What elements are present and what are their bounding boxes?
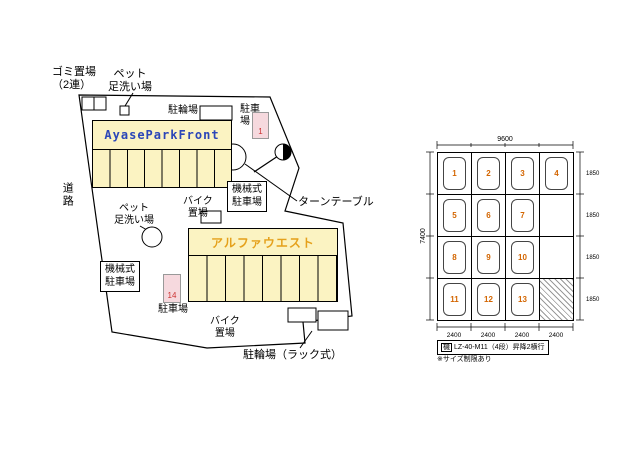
svg-text:7400: 7400 <box>420 228 427 244</box>
pallet-cell: 4 <box>539 152 574 195</box>
building1-stalls <box>93 149 231 187</box>
car-outline <box>511 241 534 274</box>
parking-bottom-label: 駐車場 <box>158 304 188 315</box>
car-outline <box>443 157 466 190</box>
svg-text:1850: 1850 <box>586 297 600 303</box>
pallet-cell: 1 <box>437 152 472 195</box>
pallet-cell: 2 <box>471 152 506 195</box>
svg-text:2400: 2400 <box>481 332 496 339</box>
svg-text:2400: 2400 <box>549 332 564 339</box>
car-outline <box>477 157 500 190</box>
parking-stall-14-number: 14 <box>167 291 177 300</box>
bike-bottom-label: バイク 置場 <box>210 316 240 339</box>
parking-stall-1-number: 1 <box>258 127 263 136</box>
empty-cell <box>539 194 574 237</box>
garbage-enclosure <box>81 96 107 111</box>
car-outline <box>511 157 534 190</box>
car-outline <box>477 283 500 316</box>
bicycle-band <box>199 105 233 121</box>
pallet-number: 10 <box>518 252 527 262</box>
pallet-number: 13 <box>518 294 527 304</box>
pallet-cell: 13 <box>505 278 540 321</box>
bicycle-rack-label: 駐輪場（ラック式） <box>243 349 342 361</box>
svg-text:1850: 1850 <box>586 255 600 261</box>
svg-text:1850: 1850 <box>586 213 600 219</box>
building-ayase-park-front: AyaseParkFront <box>92 120 232 188</box>
pallet-number: 3 <box>520 168 525 178</box>
pet-wash-top-leader <box>124 92 134 107</box>
pet-wash-circle <box>141 226 163 248</box>
machine-model-prefix: 機 <box>441 343 452 352</box>
machine-model-text: LZ-40-M11（4段）昇降2横行 <box>454 344 545 351</box>
pallet-cell: 8 <box>437 236 472 279</box>
pallet-number: 12 <box>484 294 493 304</box>
pallet-cell: 5 <box>437 194 472 237</box>
pallet-cell: 10 <box>505 236 540 279</box>
mechanical-parking-label-bottom: 機械式 駐車場 <box>100 261 140 292</box>
pet-wash-mid-label: ペット 足洗い場 <box>114 203 154 226</box>
building2-stalls <box>189 255 337 301</box>
pallet-cell: 9 <box>471 236 506 279</box>
mechanical-parking-label-top: 機械式 駐車場 <box>227 181 267 212</box>
car-outline <box>443 199 466 232</box>
svg-text:2400: 2400 <box>515 332 530 339</box>
pallet-number: 4 <box>554 168 559 178</box>
car-outline <box>477 199 500 232</box>
pallet-number: 2 <box>486 168 491 178</box>
pallet-number: 8 <box>452 252 457 262</box>
pallet-number: 6 <box>486 210 491 220</box>
car-outline <box>443 283 466 316</box>
pallet-number: 1 <box>452 168 457 178</box>
pallet-cell: 7 <box>505 194 540 237</box>
garbage-label: ゴミ置場 （2連） <box>52 66 96 92</box>
building1-name: AyaseParkFront <box>104 128 220 142</box>
parking-top-label: 駐車場 <box>240 104 260 127</box>
car-outline <box>511 283 534 316</box>
pallet-cell: 6 <box>471 194 506 237</box>
parking-stall-14: 14 <box>163 274 181 303</box>
road-label: 道路 <box>61 182 74 208</box>
bicycle-rack-box2 <box>317 310 349 331</box>
north-arrow-icon <box>253 143 292 173</box>
bicycle-top-label: 駐輪場 <box>168 105 198 116</box>
car-outline <box>511 199 534 232</box>
parking-stall-1: 1 <box>252 112 269 139</box>
bicycle-rack-leader <box>299 330 313 349</box>
car-outline <box>443 241 466 274</box>
svg-text:1850: 1850 <box>586 171 600 177</box>
building2-name: アルファウエスト <box>211 236 315 250</box>
svg-text:9600: 9600 <box>497 136 513 143</box>
bike-top-label: バイク 置場 <box>183 196 213 219</box>
empty-cell <box>539 236 574 279</box>
pet-wash-top-label: ペット 足洗い場 <box>108 68 152 94</box>
pallet-cell: 12 <box>471 278 506 321</box>
machine-model-label: 機 LZ-40-M11（4段）昇降2横行 <box>437 340 549 355</box>
pallet-number: 9 <box>486 252 491 262</box>
pallet-number: 11 <box>450 294 459 304</box>
car-outline <box>545 157 568 190</box>
machine-note: ※サイズ制限あり <box>437 356 492 363</box>
pallet-number: 5 <box>452 210 457 220</box>
pallet-cell: 11 <box>437 278 472 321</box>
pallet-cell: 3 <box>505 152 540 195</box>
bicycle-rack-box1 <box>287 307 317 323</box>
building-alpha-west: アルファウエスト <box>188 228 338 302</box>
pet-wash-top-pad <box>119 105 130 116</box>
pallet-number: 7 <box>520 210 525 220</box>
hatched-cell <box>539 278 574 321</box>
car-outline <box>477 241 500 274</box>
turntable-label: ターンテーブル <box>298 196 374 208</box>
svg-text:2400: 2400 <box>447 332 462 339</box>
